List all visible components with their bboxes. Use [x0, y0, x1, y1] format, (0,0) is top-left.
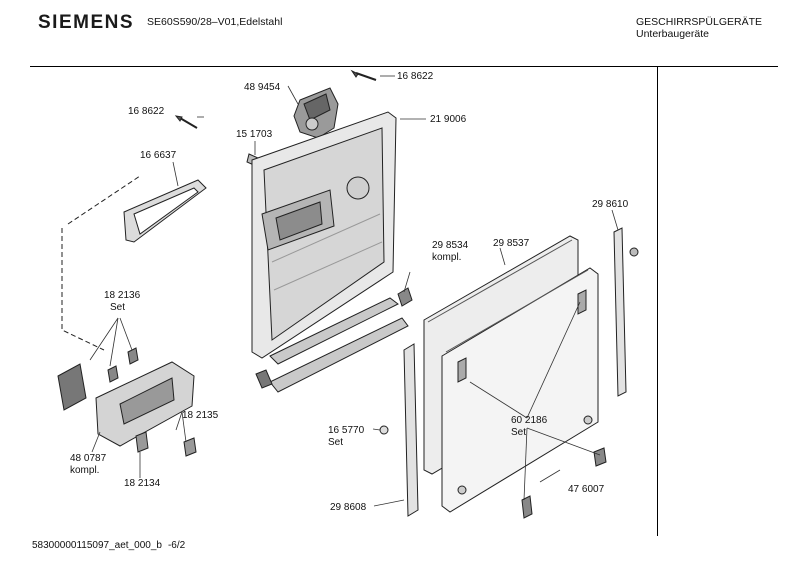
screw-168622-top — [350, 69, 377, 81]
header-divider — [30, 66, 778, 67]
front-panel — [441, 267, 599, 513]
screw-168622-left — [174, 115, 198, 129]
label-182136: 18 2136 — [104, 290, 141, 301]
label-168622-top: 16 8622 — [397, 71, 434, 82]
side-divider — [657, 66, 658, 536]
label-151703: 15 1703 — [236, 129, 273, 140]
label-165770: 16 5770 — [328, 425, 365, 436]
label-602186: 60 2186 — [511, 415, 548, 426]
bottom-seal-strip — [255, 297, 409, 393]
label-298610: 29 8610 — [592, 199, 629, 210]
label-166637: 16 6637 — [140, 150, 177, 161]
category-title: GESCHIRRSPÜLGERÄTE — [636, 16, 763, 28]
label-480787-kompl: kompl. — [70, 465, 99, 476]
side-trim-298610 — [613, 227, 639, 397]
small-parts-182136 — [107, 347, 139, 383]
label-298534-kompl: kompl. — [432, 252, 461, 263]
leader-lines — [89, 75, 619, 507]
category-subtitle: Unterbaugeräte — [636, 28, 709, 40]
cap-165770 — [379, 425, 389, 435]
hinge-476007 — [521, 447, 607, 519]
clip-182134 — [135, 431, 149, 453]
dispenser-480787 — [57, 361, 195, 447]
label-165770-set: Set — [328, 437, 343, 448]
label-489454: 48 9454 — [244, 82, 281, 93]
brand-logo: SIEMENS — [38, 12, 135, 33]
label-298608: 29 8608 — [330, 502, 367, 513]
label-182134: 18 2134 — [124, 478, 161, 489]
model-designation: SE60S590/28–V01,Edelstahl — [147, 16, 283, 28]
inner-door-219006 — [251, 111, 397, 359]
label-298534: 29 8534 — [432, 240, 469, 251]
side-trim-298608 — [403, 343, 419, 517]
label-182135: 18 2135 — [182, 410, 219, 421]
label-480787: 48 0787 — [70, 453, 107, 464]
door-lock-489454 — [293, 87, 339, 139]
label-476007: 47 6007 — [568, 484, 605, 495]
label-182136-set: Set — [110, 302, 125, 313]
page-number: -6/2 — [167, 540, 186, 551]
label-298537: 29 8537 — [493, 238, 530, 249]
seal-frame-166637 — [61, 175, 207, 351]
footer-code: 58300000115097_aet_000_b -6/2 — [32, 540, 185, 551]
label-168622-left: 16 8622 — [128, 106, 165, 117]
label-602186-set: Set — [511, 427, 526, 438]
hinge-298534 — [397, 287, 413, 307]
small-parts-182135 — [183, 437, 197, 457]
label-219006: 21 9006 — [430, 114, 467, 125]
drawing-number: 58300000115097_aet_000_b — [32, 540, 162, 551]
